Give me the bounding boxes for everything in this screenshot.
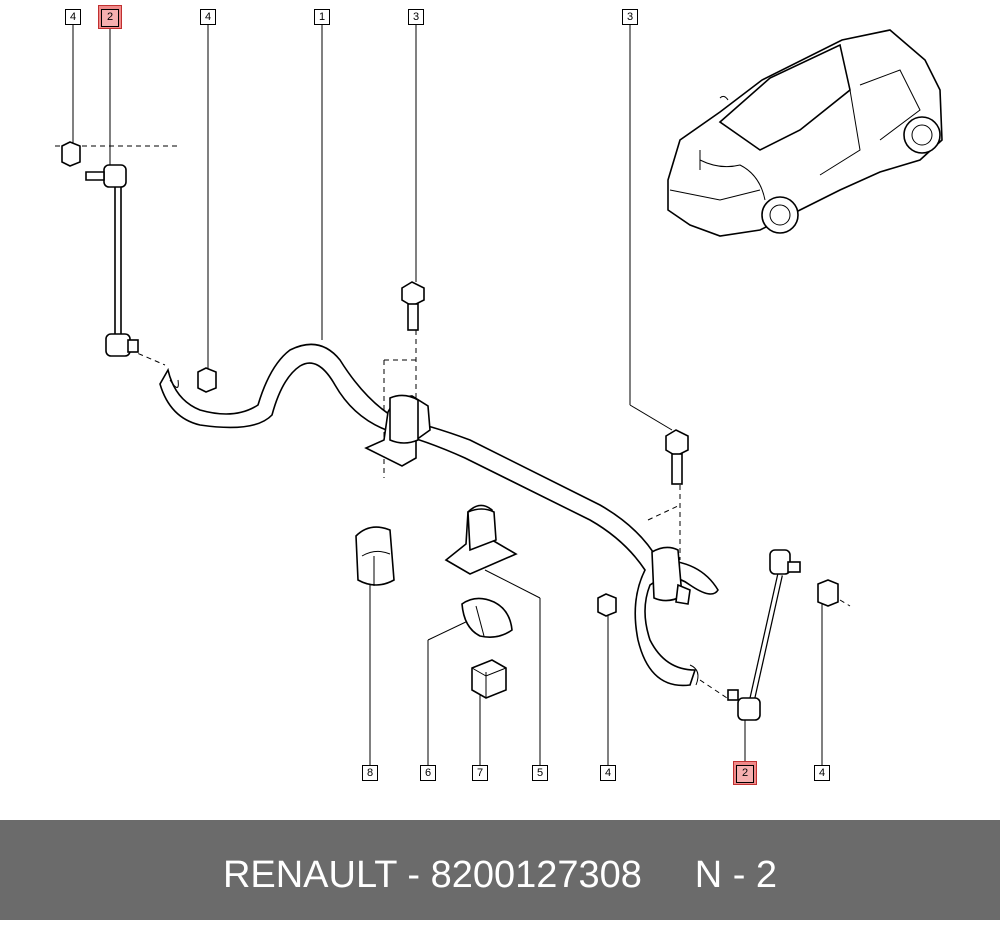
part-number-label: RENAULT - 8200127308 N - 2 [222,854,778,896]
bushing-clamp-right [651,546,691,605]
callout-4: 4 [65,9,81,25]
callout-4: 4 [200,9,216,25]
leader-lines [72,25,823,765]
bracket-5 [444,504,518,575]
footer-bar: RENAULT - 8200127308 N - 2 [0,820,1000,920]
callout-3: 3 [622,9,638,25]
bushing-8 [355,526,395,586]
vehicle-illustration [667,29,943,237]
callout-7: 7 [472,765,488,781]
callout-4: 4 [600,765,616,781]
callout-8: 8 [362,765,378,781]
bushing-7 [471,659,507,699]
callout-4: 4 [814,765,830,781]
bolt-right [665,429,689,485]
bushing-6 [461,597,513,638]
link-rod-right [727,549,801,721]
nut-left-top [61,141,81,167]
link-rod-left [85,164,139,357]
diagram-drawing [55,25,943,765]
bushing-clamp-left [364,394,431,467]
callout-2-highlighted: 2 [98,5,122,29]
callout-1: 1 [314,9,330,25]
callout-5: 5 [532,765,548,781]
nut-left-bar [197,367,217,393]
stabilizer-bar [159,343,719,687]
nut-right-bar [597,593,617,617]
parts-diagram: 4 2 4 1 3 3 8 6 7 5 4 2 4 [55,5,943,785]
bolt-left [401,281,425,331]
callout-3: 3 [408,9,424,25]
nut-right-link [817,579,839,607]
callout-2-highlighted: 2 [733,761,757,785]
callout-6: 6 [420,765,436,781]
